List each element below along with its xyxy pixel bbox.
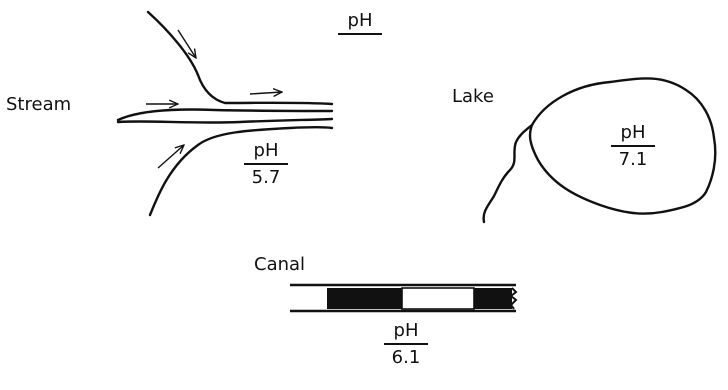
lake-inlet-shore (484, 125, 532, 222)
stream-label: Stream (6, 96, 71, 114)
canal-drawing (290, 285, 516, 311)
top-ph-text: pH (338, 12, 382, 35)
stream-lower-tributary (150, 127, 332, 215)
canal-light-segment (402, 288, 474, 309)
top-ph-label: pH (338, 12, 382, 35)
lake-drawing (484, 78, 716, 222)
canal-ph-label: pH (384, 322, 428, 345)
canal-ph-value: 6.1 (384, 345, 428, 367)
arrow-downstream-icon (250, 92, 282, 94)
stream-upper-tributary (148, 12, 332, 104)
canal-dark-segment-1 (328, 288, 402, 309)
canal-dark-segment-2 (474, 288, 512, 309)
stream-ph-value: 5.7 (244, 165, 288, 187)
lake-ph-label: pH (611, 124, 655, 147)
stream-ph-fraction: pH 5.7 (244, 142, 288, 187)
stream-ph-label: pH (244, 142, 288, 165)
canal-ph-fraction: pH 6.1 (384, 322, 428, 367)
canal-label: Canal (254, 256, 305, 274)
lake-ph-value: 7.1 (611, 147, 655, 169)
stream-main-lower-bank (118, 119, 332, 123)
stream-main-upper-bank (118, 109, 332, 120)
lake-label: Lake (452, 88, 494, 106)
lake-ph-fraction: pH 7.1 (611, 124, 655, 169)
stream-drawing (118, 12, 332, 215)
arrow-lower-tributary-icon (158, 145, 184, 168)
